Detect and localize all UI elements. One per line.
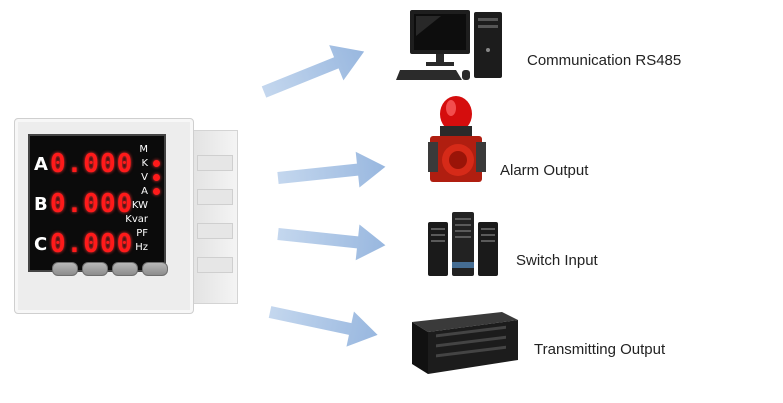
unit-kw: KW	[131, 200, 148, 211]
reading-c: 0.000	[50, 229, 134, 259]
meter-button-4[interactable]	[142, 262, 168, 276]
output-label-switch: Switch Input	[516, 252, 598, 269]
indicator-led	[153, 160, 160, 167]
unit-a: A	[141, 186, 148, 197]
unit-m: M	[139, 144, 148, 155]
meter-side-housing	[190, 130, 238, 304]
output-label-transmitting: Transmitting Output	[534, 341, 666, 358]
arrow-to-transmitting	[268, 306, 378, 347]
reading-a: 0.000	[50, 149, 134, 179]
meter-display: A B C 0.000 0.000 0.000 M K V A KW Kvar …	[28, 134, 166, 272]
unit-k: K	[141, 158, 148, 169]
output-label-alarm: Alarm Output	[500, 162, 589, 179]
arrow-to-switch	[277, 224, 386, 261]
indicator-led	[153, 188, 160, 195]
phase-a-label: A	[34, 154, 48, 175]
unit-v: V	[141, 172, 148, 183]
arrow-to-communication	[261, 45, 365, 98]
phase-c-label: C	[34, 234, 48, 255]
meter-button-1[interactable]	[52, 262, 78, 276]
alarm-siren-icon	[428, 96, 486, 182]
rack-chassis-icon	[412, 312, 518, 374]
phase-b-label: B	[34, 194, 48, 215]
server-rack-icon	[428, 212, 498, 276]
meter-button-3[interactable]	[112, 262, 138, 276]
reading-b: 0.000	[50, 189, 134, 219]
unit-pf: PF	[136, 228, 148, 239]
unit-kvar: Kvar	[125, 214, 148, 225]
meter-button-2[interactable]	[82, 262, 108, 276]
output-label-communication: Communication RS485	[527, 52, 682, 69]
unit-hz: Hz	[135, 242, 148, 253]
arrow-to-alarm	[277, 151, 386, 188]
indicator-led	[153, 174, 160, 181]
computer-icon	[396, 10, 502, 80]
